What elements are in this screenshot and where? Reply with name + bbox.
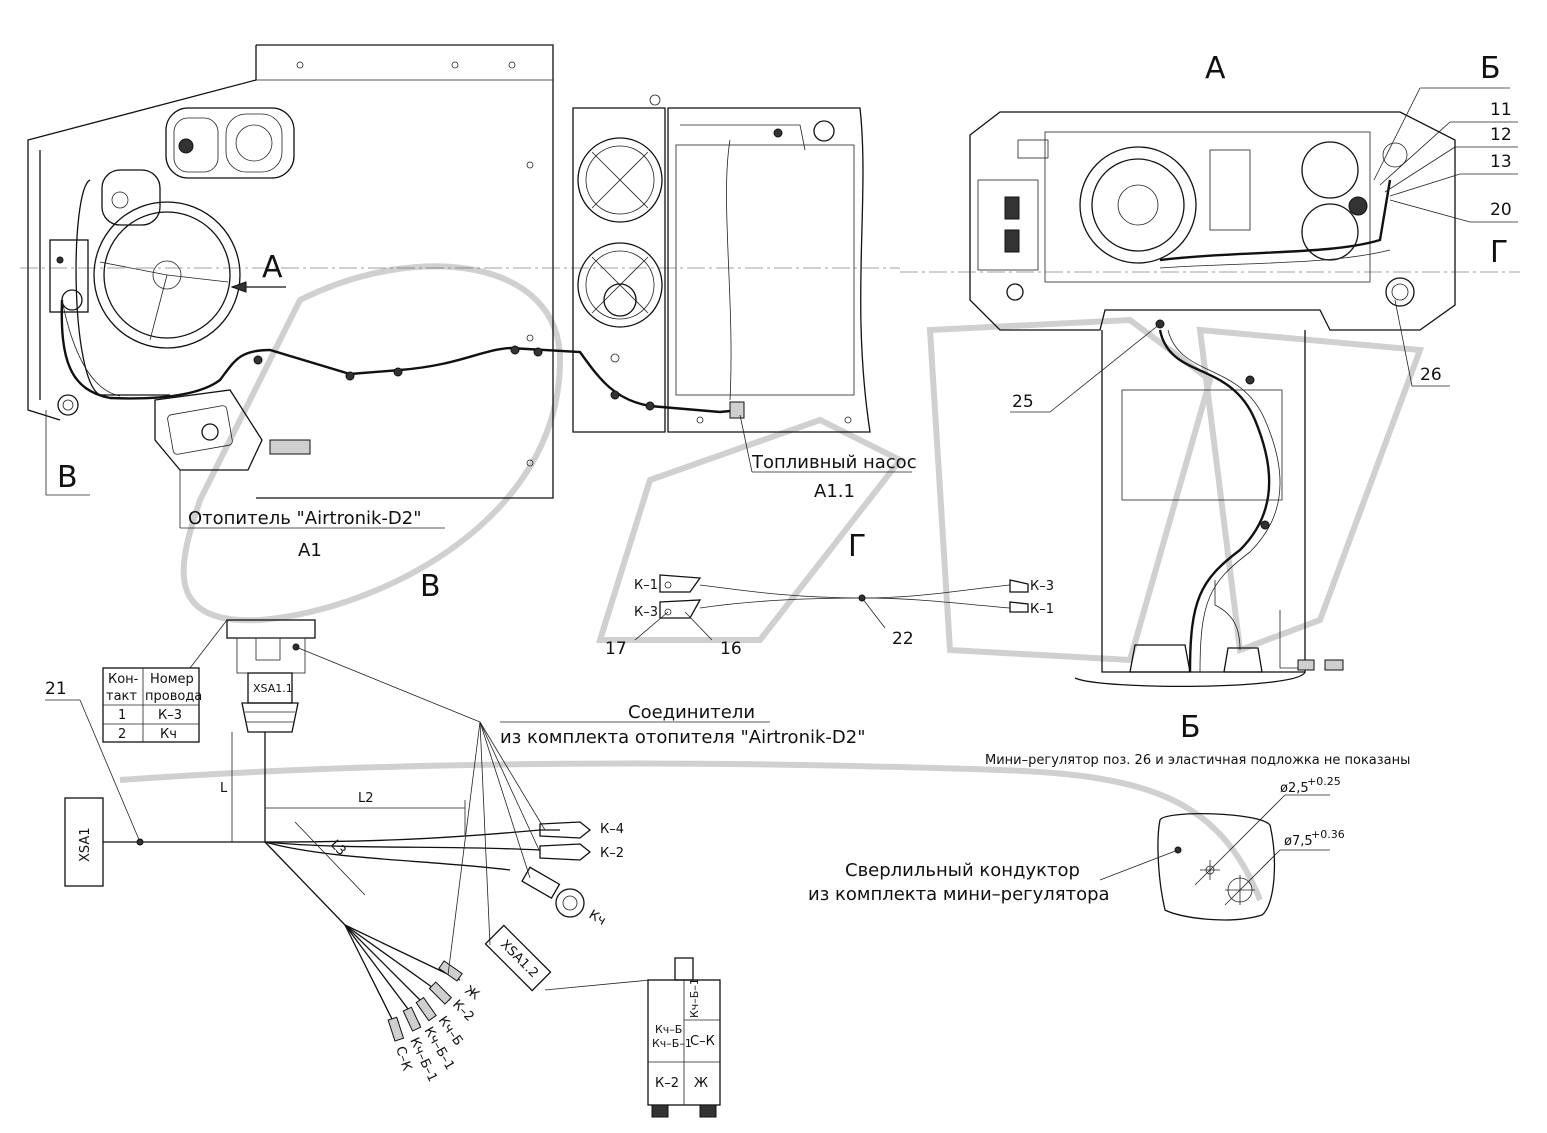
dim-d2-tol: +0.36 (1311, 828, 1345, 841)
xsa11-tag: XSA1.1 (253, 682, 293, 695)
pos-26: 26 (1420, 365, 1442, 385)
connectors-caption-2: из комплекта отопителя "Airtronik-D2" (500, 727, 866, 748)
wire-k1-right: К–1 (1030, 602, 1054, 617)
block-mid-left-2: Кч–Б–1 (652, 1037, 692, 1050)
view-v: В XSA1.1 (189, 569, 441, 733)
watermark (119, 263, 1425, 902)
view-v-title: В (420, 569, 441, 604)
view-v-label-cabin: В (57, 460, 78, 495)
view-g-label-dash: Г (1490, 235, 1508, 270)
table-header-wire-1: Номер (150, 672, 194, 687)
dim-L2: L2 (358, 791, 374, 806)
wire-k2: К–2 (600, 846, 624, 861)
xsa12-tag: XSA1.2 (497, 937, 541, 981)
pos-17: 17 (605, 639, 627, 659)
drilling-jig: ø2,5 +0.25 ø7,5 +0.36 Сверлильный кондук… (808, 775, 1345, 921)
dashboard-callouts: Б 11 12 13 20 Г 26 25 Б Мини–регулятор п… (985, 51, 1518, 768)
pos-22: 22 (892, 629, 914, 649)
wire-k3-right: К–3 (1030, 579, 1054, 594)
pos-25: 25 (1012, 392, 1034, 412)
table-cell: Кч (160, 727, 177, 742)
wire-zh: Ж (462, 983, 482, 1003)
pos-16: 16 (720, 639, 742, 659)
pump-callout: Топливный насос А1.1 (739, 414, 917, 502)
heater-code: А1 (298, 540, 322, 561)
pos-12: 12 (1490, 125, 1512, 145)
pos-13: 13 (1490, 152, 1512, 172)
table-header-contact-2: такт (106, 689, 137, 704)
table-header-wire-2: провода (145, 689, 202, 704)
view-a-title: А (1205, 51, 1226, 86)
view-g-title: Г (848, 529, 866, 564)
pump-code: А1.1 (814, 481, 855, 502)
contact-table: Кон- такт Номер провода 1 К–3 2 Кч (102, 667, 202, 743)
heater-caption: Отопитель "Airtronik-D2" (188, 508, 422, 529)
table-cell: К–3 (158, 708, 182, 723)
wire-k4: К–4 (600, 822, 624, 837)
dim-d1: ø2,5 (1280, 781, 1309, 796)
connectors-caption-1: Соединители (628, 702, 755, 723)
view-b-label: Б (1480, 51, 1501, 86)
block-mid-left-1: Кч–Б (655, 1023, 682, 1036)
dashboard-view: А (900, 51, 1520, 688)
wire-sk: С–К (392, 1045, 414, 1073)
pos-21: 21 (45, 679, 67, 699)
wire-k3-left: К–3 (634, 605, 658, 620)
block-bot-left: К–2 (655, 1076, 679, 1091)
xsa12-block: XSA1.2 Кч–Б–1 Кч–Б Кч–Б–1 С–К К–2 Ж (484, 924, 721, 1118)
dim-L: L (220, 781, 228, 796)
cabin-view (20, 44, 900, 499)
block-bot-right: Ж (694, 1076, 708, 1091)
view-v-marker: В (45, 410, 90, 496)
block-top: Кч–Б–1 (688, 978, 701, 1018)
pos-11: 11 (1490, 100, 1512, 120)
view-b-bottom: Б (1180, 710, 1201, 745)
block-mid-right: С–К (690, 1034, 715, 1049)
jig-caption-2: из комплекта мини–регулятора (808, 884, 1110, 905)
dim-d1-tol: +0.25 (1307, 775, 1341, 788)
table-header-contact-1: Кон- (108, 672, 139, 687)
table-cell: 1 (118, 708, 126, 723)
dim-d2: ø7,5 (1284, 834, 1313, 849)
connectors-callout: Соединители из комплекта отопителя "Airt… (295, 646, 866, 976)
jig-caption-1: Сверлильный кондуктор (845, 860, 1080, 881)
xsa1-tag: XSA1 (78, 827, 93, 862)
tank-view (572, 94, 871, 433)
note: Мини–регулятор поз. 26 и эластичная подл… (985, 753, 1410, 768)
view-a-label-cabin: А (262, 250, 283, 285)
wire-k1-left: К–1 (634, 578, 658, 593)
table-cell: 2 (118, 727, 126, 742)
view-arrow-a: А (230, 250, 286, 293)
pump-caption: Топливный насос (751, 452, 917, 473)
pos-20: 20 (1490, 200, 1512, 220)
heater-callout: Отопитель "Airtronik-D2" А1 (179, 470, 445, 561)
view-g: Г К–1 К–3 К–3 К–1 17 16 22 (605, 529, 1054, 659)
wire-kch: Кч (586, 907, 608, 928)
